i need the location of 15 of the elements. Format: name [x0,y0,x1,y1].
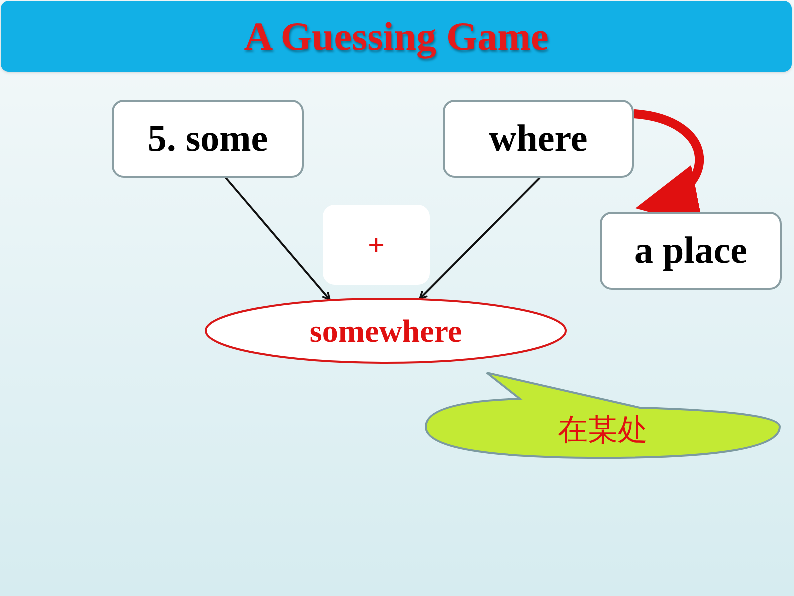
word-box [443,100,634,178]
node-text: somewhere [310,312,462,351]
answer-ellipse [205,298,567,364]
node-text: where [489,116,588,162]
speech-bubble [425,372,781,459]
arrow [225,177,331,301]
node-text: + [368,228,386,264]
word-box [112,100,304,178]
node-text: 5. some [148,116,268,162]
node-text: 在某处 [558,413,648,449]
title: A Guessing Game [244,12,549,61]
arrow [419,177,541,300]
word-box [600,212,782,290]
plus-sign-box [323,205,430,285]
node-text: a place [634,228,748,274]
